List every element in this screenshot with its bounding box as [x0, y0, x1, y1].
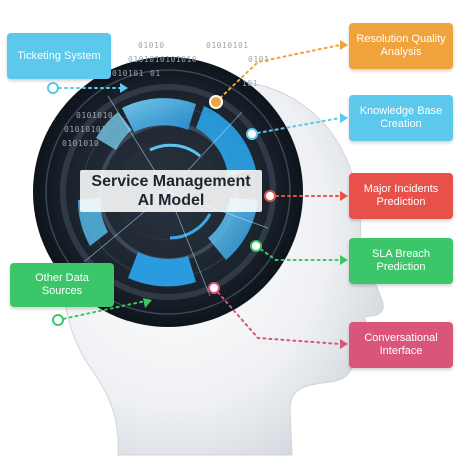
- binary-text: 0101010101010: [128, 55, 197, 64]
- blue-arc-segment: [196, 106, 256, 176]
- connector-sla: [255, 245, 341, 261]
- center-title-line1: Service Management: [91, 173, 251, 190]
- binary-text: 010101: [112, 69, 144, 78]
- output-box-knowledge-base-creation: Knowledge Base Creation: [349, 95, 453, 141]
- arrow-head-icon: [340, 191, 348, 201]
- output-box-sla-breach-prediction: SLA Breach Prediction: [349, 238, 453, 284]
- blue-arc-segment: [96, 112, 132, 150]
- binary-text: 0101: [248, 55, 269, 64]
- node-other-circle: [52, 314, 64, 326]
- connector-knowledge: [251, 117, 341, 135]
- connector-other: [57, 299, 151, 321]
- input-box-other-data-sources: Other Data Sources: [10, 263, 114, 307]
- arrow-head-icon: [143, 298, 152, 308]
- node-conversational-circle: [208, 282, 220, 294]
- binary-text: 0101010: [76, 111, 113, 120]
- binary-text: 01010101: [206, 41, 249, 50]
- node-ticketing-circle: [47, 82, 59, 94]
- node-sla-circle: [250, 240, 262, 252]
- arrow-head-icon: [340, 113, 348, 123]
- binary-text: 01010101: [64, 125, 107, 134]
- arrow-head-icon: [120, 83, 128, 93]
- arrow-head-icon: [340, 255, 348, 265]
- node-resolution-circle: [209, 95, 223, 109]
- center-title-panel: Service Management AI Model: [80, 170, 262, 212]
- blue-arc-segment: [122, 98, 196, 132]
- binary-text: 101: [242, 79, 258, 88]
- input-box-ticketing-system: Ticketing System: [7, 33, 111, 79]
- node-knowledge-circle: [246, 128, 258, 140]
- arrow-head-icon: [340, 40, 348, 50]
- connector-conversational: [213, 287, 341, 345]
- output-box-resolution-quality-analysis: Resolution Quality Analysis: [349, 23, 453, 69]
- binary-text: 0101010: [62, 139, 99, 148]
- blue-arc-segment: [128, 252, 196, 287]
- binary-text: 01010: [138, 41, 165, 50]
- connector-resolution: [215, 44, 341, 103]
- output-box-conversational-interface: Conversational Interface: [349, 322, 453, 368]
- blue-arc-segment: [208, 198, 258, 260]
- node-incidents-circle: [264, 190, 276, 202]
- center-title-line2: AI Model: [137, 192, 205, 209]
- output-box-major-incidents-prediction: Major Incidents Prediction: [349, 173, 453, 219]
- arrow-head-icon: [340, 339, 348, 349]
- binary-text: 01: [150, 69, 161, 78]
